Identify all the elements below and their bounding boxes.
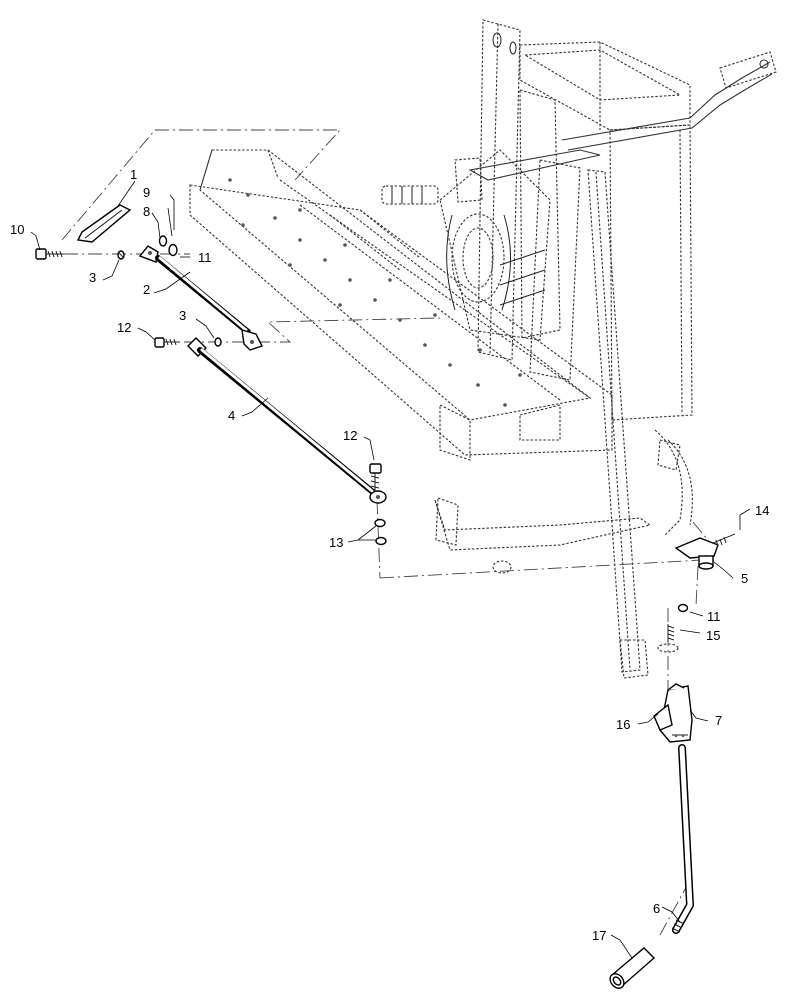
callout-8: 8 xyxy=(143,204,150,219)
part-3-spacer-upper xyxy=(117,250,125,260)
callout-10: 10 xyxy=(10,222,24,237)
part-15-spring xyxy=(667,624,675,642)
callout-3-lower: 3 xyxy=(179,308,186,323)
part-4-long-rod xyxy=(187,337,387,504)
callout-1: 1 xyxy=(130,167,137,182)
callout-14: 14 xyxy=(755,503,769,518)
part-3-spacer-lower xyxy=(214,337,222,347)
callout-12-lower: 12 xyxy=(343,428,357,443)
callout-12-upper: 12 xyxy=(117,320,131,335)
callout-11-lower: 11 xyxy=(707,609,721,624)
part-12-bolt-upper xyxy=(154,337,180,348)
callout-16: 16 xyxy=(616,717,630,732)
part-6-lever-rod xyxy=(671,744,694,934)
callout-3-upper: 3 xyxy=(89,270,96,285)
callout-11-upper: 11 xyxy=(198,250,212,265)
part-9-cotter-pin xyxy=(167,207,173,237)
part-12-bolt-lower xyxy=(369,463,382,490)
callout-4: 4 xyxy=(228,408,235,423)
part-17-grip-handle xyxy=(609,947,656,989)
callout-9: 9 xyxy=(143,185,150,200)
callout-5: 5 xyxy=(741,571,748,586)
part-16-plate xyxy=(653,703,673,731)
part-13-washers xyxy=(374,518,387,546)
callout-17: 17 xyxy=(592,928,606,943)
part-8-washer xyxy=(158,235,168,247)
part-2-link-rod xyxy=(138,245,263,351)
part-5-bracket xyxy=(674,537,719,570)
callout-13: 13 xyxy=(329,535,343,550)
part-1-spring-clip xyxy=(76,204,132,243)
callout-7: 7 xyxy=(715,713,722,728)
machine-frame xyxy=(189,19,777,679)
callout-6: 6 xyxy=(653,901,660,916)
leader-lines xyxy=(30,180,751,959)
part-11-nut-lower xyxy=(677,603,689,613)
callout-15: 15 xyxy=(706,628,720,643)
part-10-bolt xyxy=(35,248,64,260)
callout-labels: 1 2 3 3 4 5 6 7 8 9 10 11 11 12 12 13 14… xyxy=(10,167,769,943)
callout-2: 2 xyxy=(143,282,150,297)
part-14-pin xyxy=(712,533,736,547)
part-11-nut-upper xyxy=(168,243,178,257)
